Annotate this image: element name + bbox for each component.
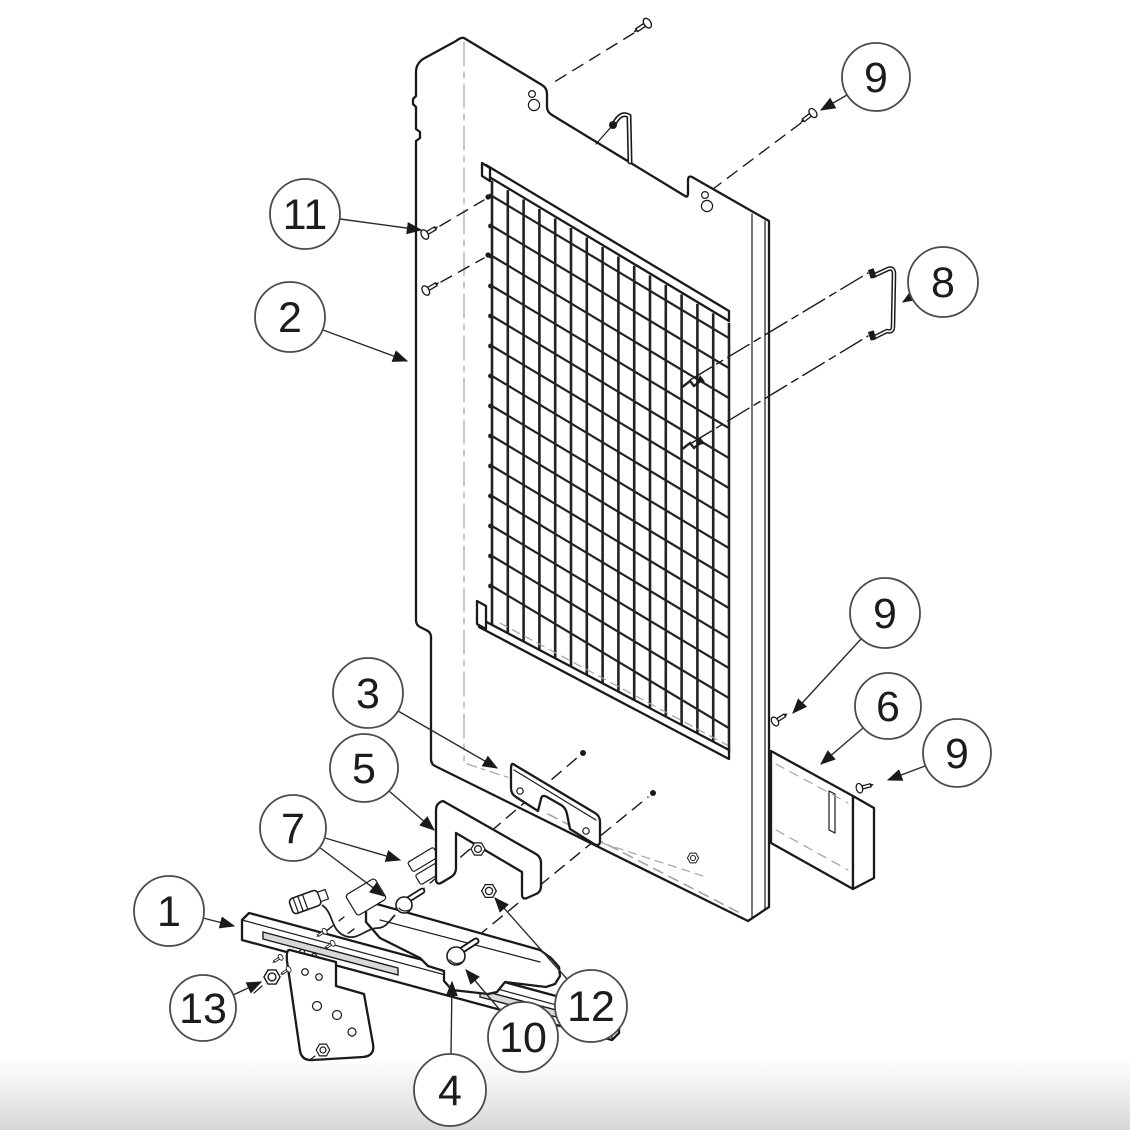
svg-text:1: 1 (157, 888, 181, 936)
bottom-fade (0, 1058, 1130, 1130)
svg-text:7: 7 (281, 805, 305, 853)
callout-12: 12 (554, 969, 628, 1043)
screw-point (580, 750, 586, 756)
screw (280, 965, 292, 975)
screw (855, 782, 874, 794)
callout-3: 3 (332, 657, 404, 729)
harness-connector (288, 888, 396, 938)
cable (321, 904, 396, 938)
bar-slot (262, 931, 399, 976)
carriage-bolt (395, 887, 426, 914)
mesh-screen (475, 161, 731, 761)
nut (480, 883, 498, 899)
keyhole-slot-left (527, 89, 541, 112)
svg-text:9: 9 (873, 590, 897, 638)
callout-11: 11 (269, 178, 341, 250)
lower-flange-bracket (769, 749, 876, 891)
mesh-top-rail-endcap (480, 161, 492, 183)
screw (770, 713, 788, 727)
flange-slot (828, 790, 836, 834)
svg-text:11: 11 (283, 191, 328, 239)
svg-text:12: 12 (567, 983, 615, 1031)
nut (470, 842, 486, 856)
screw (421, 281, 440, 296)
svg-text:9: 9 (945, 730, 969, 778)
callout-10: 10 (487, 1001, 559, 1073)
wire-hook (595, 112, 633, 165)
back-panel (411, 36, 771, 923)
callout-7: 7 (259, 794, 327, 862)
mesh-bottom-rail-endcap (475, 599, 488, 631)
svg-text:8: 8 (931, 259, 955, 307)
svg-text:5: 5 (352, 745, 376, 793)
svg-text:6: 6 (876, 683, 900, 731)
screw (633, 17, 653, 33)
svg-text:3: 3 (356, 670, 380, 718)
mesh-clip (680, 375, 705, 389)
callout-9-mid: 9 (849, 577, 921, 649)
callout-2: 2 (254, 281, 326, 353)
callout-5: 5 (329, 733, 399, 803)
screw (324, 939, 336, 949)
svg-text:10: 10 (499, 1014, 547, 1062)
callout-4: 4 (413, 1053, 487, 1127)
mesh-clip (680, 437, 705, 451)
screw (800, 107, 818, 123)
callout-6: 6 (854, 672, 922, 740)
screw-point (650, 790, 656, 796)
carriage-bolt (446, 937, 480, 966)
callout-8: 8 (907, 246, 979, 318)
callout-1: 1 (133, 875, 205, 947)
nut (263, 969, 281, 985)
adapter-plate (285, 948, 375, 1062)
keyhole-slot-right (700, 191, 714, 213)
u-bracket (434, 799, 543, 900)
callout-9-low: 9 (922, 718, 992, 788)
callout-9-top: 9 (841, 42, 911, 112)
svg-text:9: 9 (864, 54, 888, 102)
svg-text:2: 2 (278, 294, 302, 342)
svg-text:13: 13 (179, 985, 227, 1033)
leader-lines (202, 94, 926, 1055)
plate-bolt (310, 1043, 331, 1060)
retainer-plate (509, 762, 602, 847)
screw (272, 953, 284, 963)
svg-text:4: 4 (438, 1067, 462, 1115)
u-clip (867, 266, 897, 341)
screw (316, 927, 328, 937)
callout-13: 13 (169, 974, 237, 1042)
panel-nut (686, 852, 700, 864)
